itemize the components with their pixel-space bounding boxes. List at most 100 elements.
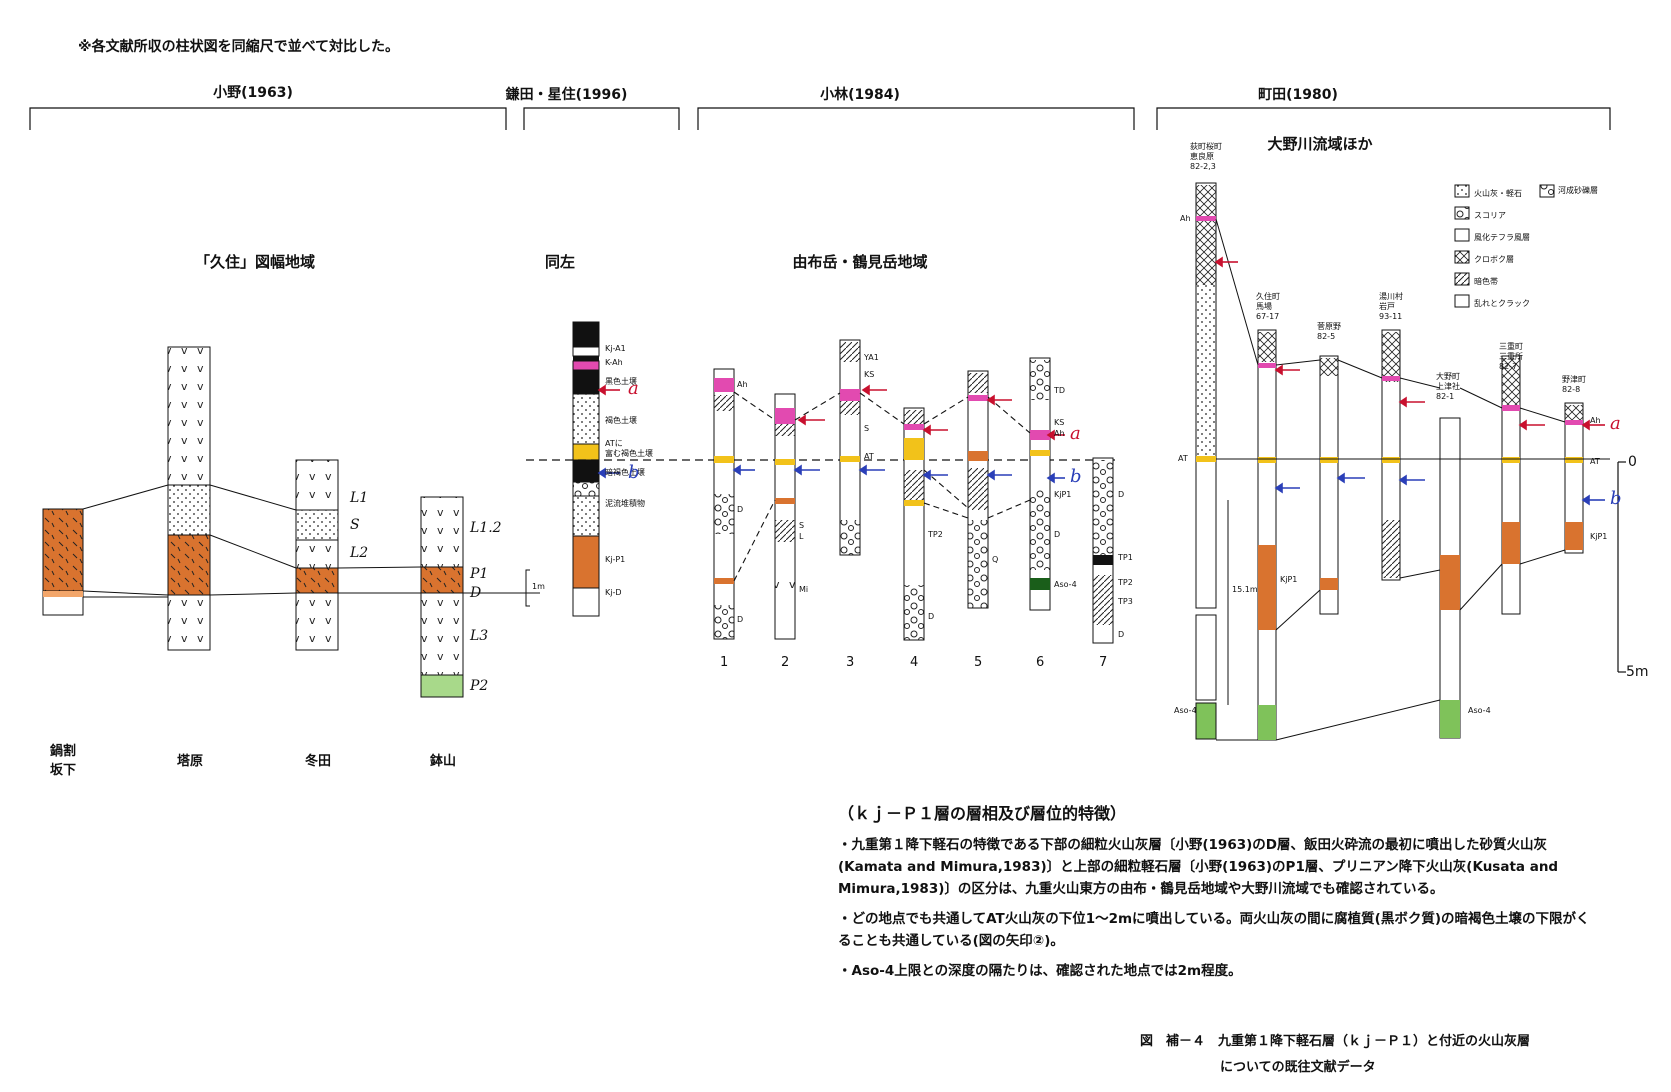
legend-dark-band: 暗色帯 xyxy=(1474,277,1498,286)
figure-caption-line1: 図 補－４ 九重第１降下軽石層（ｋｊ－Ｐ１）と付近の火山灰層 xyxy=(1140,1034,1531,1049)
kamata-label-k-ah: K-Ah xyxy=(605,358,623,367)
kamata-scale-1m: 1m xyxy=(532,582,545,591)
kamata-column xyxy=(572,321,600,617)
figure-note: ※各文献所収の柱状図を同縮尺で並べて対比した。 xyxy=(78,39,400,55)
scale-1m xyxy=(525,569,530,607)
kobayashi-number-1: 1 xyxy=(720,655,729,670)
kob-label-ya1: YA1 xyxy=(864,353,879,362)
label-L1: L1 xyxy=(350,490,369,506)
machida-site-6: 三重町 三重所 82-7 xyxy=(1499,342,1523,371)
legend-kuroboku: クロボク層 xyxy=(1474,255,1514,264)
kob-label-ah-6: Ah xyxy=(1054,429,1065,438)
marker-b-kobayashi: b xyxy=(1070,466,1082,487)
machida-site-7: 野津町 82-8 xyxy=(1562,375,1586,394)
kob-label-s: S xyxy=(864,424,870,433)
machida-column-5 xyxy=(1439,417,1461,739)
description-title: （ｋｊ－Ｐ１層の層相及び層位的特徴） xyxy=(838,804,1127,823)
source-header-kobayashi: 小林(1984) xyxy=(820,87,900,103)
machida-site-1: 荻町桜町 恵良原 82-2,3 xyxy=(1190,142,1222,171)
legend-crack: 乱れとクラック xyxy=(1474,299,1530,308)
machida-label-at-right: AT xyxy=(1590,457,1600,466)
machida-label-kjp1: KjP1 xyxy=(1280,575,1298,584)
kamata-label-kj-d: Kj-D xyxy=(605,588,622,597)
kamata-label-dark-brown: 暗褐色土壌 xyxy=(605,468,645,477)
marker-a-kamata: a xyxy=(628,378,639,399)
label-L3: L3 xyxy=(470,628,489,644)
kob-label-tp3: TP3 xyxy=(1118,597,1133,606)
kob-label-ah: Ah xyxy=(737,380,748,389)
kob-label-s-2: S xyxy=(799,521,805,530)
marker-b-machida: b xyxy=(1610,488,1622,509)
kobayashi-column-3 xyxy=(839,339,861,556)
machida-column-3 xyxy=(1319,355,1339,615)
source-header-ono: 小野(1963) xyxy=(213,85,293,101)
machida-column-2 xyxy=(1257,329,1277,741)
machida-label-ah: Ah xyxy=(1180,214,1191,223)
bullet-3: ・Aso-4上限との深度の隔たりは、確認された地点では2m程度。 xyxy=(838,963,1242,979)
machida-label-ah-right: Ah xyxy=(1590,416,1601,425)
machida-legend xyxy=(1454,184,1555,308)
kob-label-d-4: D xyxy=(928,612,935,621)
machida-site-2: 久住町 馬場 67-17 xyxy=(1256,292,1280,321)
machida-column-6 xyxy=(1501,355,1521,615)
source-header-kamata: 鎌田・星住(1996) xyxy=(505,87,628,103)
kob-label-tp2-7: TP2 xyxy=(1118,578,1133,587)
machida-column-4 xyxy=(1381,329,1401,581)
kobayashi-column-5 xyxy=(967,370,989,609)
location-nabewari: 鍋割 坂下 xyxy=(49,744,76,778)
kamata-label-brown-soil: 褐色土壌 xyxy=(605,416,637,425)
ono-column-fuyuta xyxy=(295,459,339,651)
kamata-label-at-rich-2: 富む褐色土壌 xyxy=(605,449,653,458)
kobayashi-number-6: 6 xyxy=(1036,655,1045,670)
kobayashi-number-7: 7 xyxy=(1099,655,1108,670)
kob-label-tp2: TP2 xyxy=(928,530,943,539)
kobayashi-column-2 xyxy=(774,393,796,640)
figure-caption-line2: についての既往文献データ xyxy=(1220,1060,1376,1075)
kobayashi-column-7 xyxy=(1092,457,1114,644)
region-ono-river: 大野川流域ほか xyxy=(1267,135,1373,153)
machida-site-4: 湯川村 岩戸 93-11 xyxy=(1379,292,1403,321)
label-L1.2: L1.2 xyxy=(470,520,502,536)
marker-a-machida: a xyxy=(1610,413,1621,434)
kob-label-ks-6: KS xyxy=(1054,418,1065,427)
legend-ash-pumice: 火山灰・軽石 xyxy=(1474,189,1522,198)
marker-a-kobayashi: a xyxy=(1070,423,1081,444)
location-hachiyama: 鉢山 xyxy=(429,754,456,769)
label-D: D xyxy=(470,585,482,601)
location-tobaru: 塔原 xyxy=(176,754,203,769)
kob-label-mi: Mi xyxy=(799,585,809,594)
kobayashi-number-2: 2 xyxy=(781,655,790,670)
legend-weathered-tephra: 風化テフラ風層 xyxy=(1474,233,1530,242)
label-S: S xyxy=(350,517,360,533)
kamata-label-kj-p1: Kj-P1 xyxy=(605,555,626,564)
kob-label-kjp1: KjP1 xyxy=(1054,490,1072,499)
kamata-label-mudflow: 泥流堆積物 xyxy=(605,499,645,508)
legend-fluvial-gravel: 河成砂礫層 xyxy=(1558,186,1598,195)
scale-label-0: 0 xyxy=(1628,454,1637,470)
region-yufu: 由布岳・鶴見岳地域 xyxy=(792,253,928,271)
kob-label-aso4: Aso-4 xyxy=(1054,580,1077,589)
kobayashi-number-3: 3 xyxy=(846,655,855,670)
machida-site-3: 菅原野 82-5 xyxy=(1317,322,1341,341)
label-P1: P1 xyxy=(470,566,489,582)
machida-label-aso4-1: Aso-4 xyxy=(1174,706,1197,715)
red-arrows xyxy=(597,256,1605,441)
kamata-label-black-soil: 黒色土壌 xyxy=(605,377,637,386)
ono-column-nabewari xyxy=(42,508,84,616)
kamata-label-at-rich: ATに xyxy=(605,439,623,448)
machida-label-at: AT xyxy=(1178,454,1188,463)
kob-label-at: AT xyxy=(864,452,874,461)
kobayashi-column-4 xyxy=(903,407,925,641)
blue-arrows xyxy=(597,464,1605,506)
label-P2: P2 xyxy=(470,678,489,694)
ono-column-tobaru xyxy=(167,346,211,651)
kobayashi-number-5: 5 xyxy=(974,655,983,670)
kobayashi-correlation-lines xyxy=(733,391,1031,582)
description-block: （ｋｊ－Ｐ１層の層相及び層位的特徴） ・九重第１降下軽石の特徴である下部の細粒火… xyxy=(838,800,1598,990)
ono-column-hachiyama xyxy=(420,496,464,698)
kob-label-q: Q xyxy=(992,555,999,564)
kobayashi-column-1 xyxy=(713,368,735,640)
machida-site-5: 大野町 上津社 82-1 xyxy=(1436,372,1460,401)
kobayashi-column-6 xyxy=(1029,357,1051,611)
